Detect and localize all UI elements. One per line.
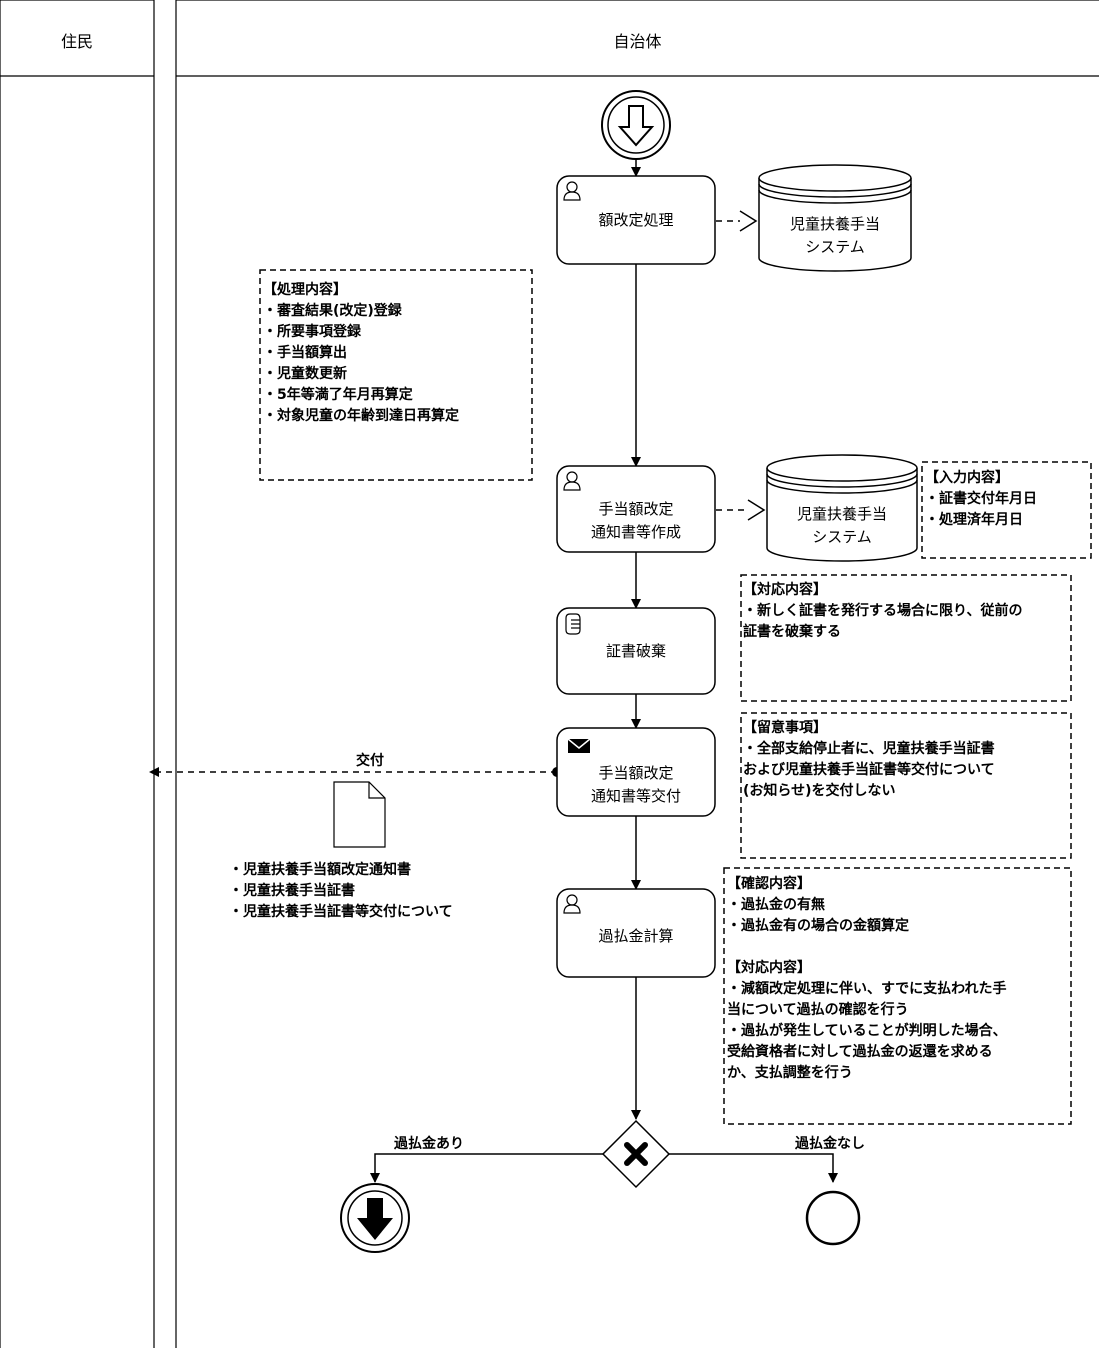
lane-title-municipality: 自治体 — [613, 32, 662, 51]
task-label-overpayment-calc: 過払金計算 — [598, 927, 674, 945]
datastore-label-2: 児童扶養手当 システム — [796, 505, 887, 546]
note-response: 【対応内容】 ・新しく証書を発行する場合に限り、従前の 証書を破棄する — [743, 582, 1023, 640]
user-icon — [563, 471, 581, 491]
task-overpayment-calc[interactable] — [556, 888, 716, 978]
task-label-amount-revision: 額改定処理 — [598, 211, 674, 229]
exclusive-gateway[interactable] — [601, 1119, 671, 1189]
annotation-boxes — [259, 269, 1092, 1125]
document-list: ・児童扶養手当額改定通知書 ・児童扶養手当証書 ・児童扶養手当証書等交付について — [229, 862, 453, 920]
x-icon — [624, 1142, 648, 1166]
task-amount-revision[interactable] — [556, 175, 716, 265]
note-processing: 【処理内容】 ・審査結果(改定)登録 ・所要事項登録 ・手当額算出 ・児童数更新… — [263, 282, 459, 424]
flow-label-overpay-no: 過払金なし — [795, 1136, 865, 1152]
lane-title-resident: 住民 — [60, 32, 93, 51]
datastore-system-2[interactable] — [766, 454, 918, 562]
manual-task-icon — [565, 613, 581, 635]
start-event[interactable] — [601, 90, 671, 160]
task-discard-certificate[interactable] — [556, 607, 716, 695]
send-message-icon — [567, 738, 591, 753]
task-label-deliver-notice: 手当額改定 通知書等交付 — [590, 764, 681, 805]
task-label-discard-certificate: 証書破棄 — [605, 642, 666, 660]
note-input: 【入力内容】 ・証書交付年月日 ・処理済年月日 — [925, 470, 1037, 528]
datastore-system-1[interactable] — [758, 164, 912, 272]
lane-municipality — [175, 0, 1099, 1348]
document-icon — [333, 781, 386, 848]
lane-resident — [0, 0, 155, 1348]
user-icon — [563, 894, 581, 914]
end-event-no-overpayment[interactable] — [805, 1190, 861, 1246]
task-create-notice[interactable] — [556, 465, 716, 553]
note-caution: 【留意事項】 ・全部支給停止者に、児童扶養手当証書 および児童扶養手当証書等交付… — [743, 720, 995, 799]
task-label-create-notice: 手当額改定 通知書等作成 — [590, 500, 681, 541]
datastore-label-1: 児童扶養手当 システム — [789, 215, 880, 256]
flow-label-deliver: 交付 — [356, 753, 384, 769]
data-associations — [716, 210, 766, 521]
flow-label-overpay-yes: 過払金あり — [394, 1136, 464, 1152]
user-icon — [563, 181, 581, 201]
end-event-overpayment[interactable] — [340, 1183, 410, 1253]
sequence-flows — [370, 159, 838, 1183]
task-deliver-notice[interactable] — [556, 727, 716, 817]
note-confirm: 【確認内容】 ・過払金の有無 ・過払金有の場合の金額算定 【対応内容】 ・減額改… — [727, 876, 1007, 1081]
